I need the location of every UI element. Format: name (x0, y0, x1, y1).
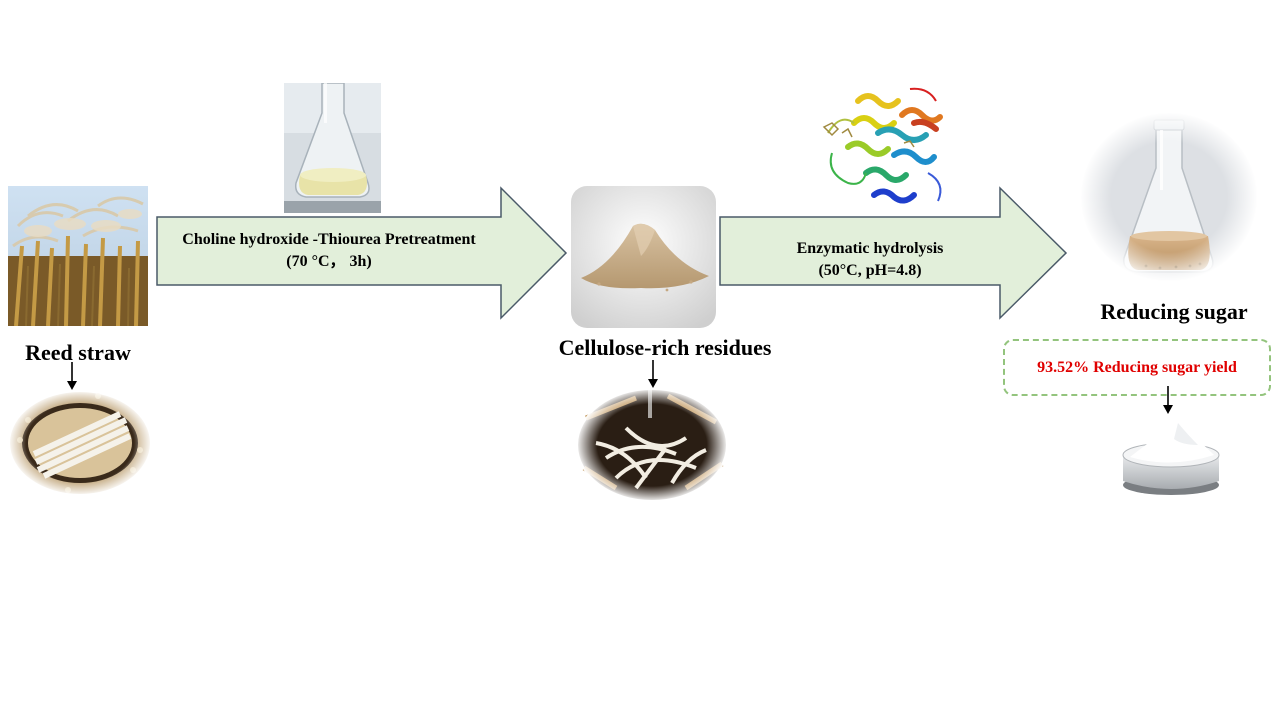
hydrolysis-process-arrow (719, 186, 1068, 320)
reed-straw-photo (8, 186, 148, 326)
down-arrow-icon (648, 360, 658, 388)
cellulose-powder-photo (571, 186, 716, 328)
pretreatment-line-2: (70 °C， 3h) (286, 253, 372, 270)
flask-sugar-solution (1080, 112, 1258, 282)
stage-label-cellulose-residues: Cellulose-rich residues (558, 335, 772, 360)
reed-fiber-cross-section (8, 390, 152, 496)
down-arrow-icon (1163, 386, 1173, 414)
hydrolysis-line-2: (50°C, pH=4.8) (818, 262, 922, 279)
sugar-powder-dish (1118, 415, 1224, 497)
reducing-sugar-yield-box: 93.52% Reducing sugar yield (1003, 339, 1271, 396)
hydrolysis-line-1: Enzymatic hydrolysis (796, 240, 944, 257)
hydrolysis-step-label: Enzymatic hydrolysis (50°C, pH=4.8) (720, 238, 1020, 282)
pretreatment-step-label: Choline hydroxide -Thiourea Pretreatment… (157, 229, 501, 273)
stage-label-reducing-sugar: Reducing sugar (1100, 299, 1248, 324)
cellulose-fiber-illustration (576, 388, 728, 502)
enzyme-protein-structure (818, 83, 950, 213)
pretreatment-process-arrow (156, 186, 568, 320)
reducing-sugar-yield-text: 93.52% Reducing sugar yield (1037, 358, 1237, 376)
down-arrow-icon (67, 362, 77, 390)
stage-label-reed-straw: Reed straw (25, 340, 131, 365)
pretreatment-line-1: Choline hydroxide -Thiourea Pretreatment (182, 231, 476, 248)
flask-pretreatment-liquid (284, 83, 381, 213)
